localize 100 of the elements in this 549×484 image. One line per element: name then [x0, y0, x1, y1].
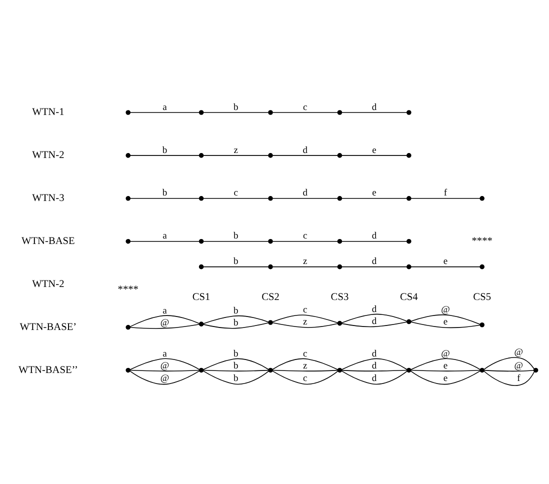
- edge-label: d: [372, 304, 377, 315]
- connector: [484, 370, 535, 386]
- node-circle: [337, 264, 342, 270]
- edge-label: a: [162, 230, 167, 242]
- connector: [130, 324, 200, 329]
- edge-label: e: [443, 360, 448, 372]
- edge-label: b: [162, 188, 168, 199]
- connector: [272, 266, 338, 268]
- label: WTN-BASE’: [20, 322, 77, 333]
- node-circle: [198, 196, 204, 201]
- node-circle: [268, 368, 273, 373]
- connector: [202, 370, 269, 385]
- edge-label: a: [162, 305, 167, 316]
- node-circle: [126, 110, 131, 115]
- node-circle: [126, 196, 131, 201]
- edge-label: z: [302, 256, 308, 268]
- edge-label: @: [160, 373, 170, 384]
- edge-label: d: [302, 188, 308, 199]
- connector: [342, 112, 408, 113]
- node-circle: [337, 153, 342, 158]
- connector: [130, 358, 200, 370]
- node-circle: [406, 264, 412, 270]
- node-circle: [268, 196, 273, 201]
- edge-label: b: [234, 360, 238, 372]
- edge-label: @: [441, 304, 450, 316]
- connector: [203, 370, 269, 372]
- connector: [272, 370, 338, 385]
- node-circle: [198, 322, 204, 326]
- connector: [272, 314, 338, 324]
- connector: [342, 266, 408, 268]
- connector: [410, 370, 480, 372]
- connector: [203, 155, 269, 156]
- label: ****: [118, 284, 138, 296]
- edge-label: c: [302, 102, 308, 113]
- label: WTN-3: [32, 193, 64, 204]
- connector: [130, 370, 200, 372]
- node-circle: [126, 368, 131, 373]
- connector: [202, 358, 269, 370]
- connector: [342, 240, 408, 242]
- node-circle: [406, 196, 412, 201]
- connector: [272, 112, 338, 113]
- edge-label: d: [302, 144, 308, 156]
- edge-label: c: [234, 188, 238, 199]
- label: CS1: [192, 292, 210, 303]
- connector: [410, 322, 480, 328]
- edge-label: @: [441, 348, 450, 360]
- connector: [272, 198, 338, 199]
- edge-label: f: [517, 373, 520, 384]
- node-circle: [337, 368, 342, 373]
- connector: [130, 198, 200, 199]
- connector: [341, 370, 408, 385]
- edge-label: a: [162, 348, 167, 360]
- edge-label: c: [302, 373, 308, 384]
- node-circle: [406, 368, 412, 373]
- edge-label: b: [162, 144, 168, 156]
- node-circle: [198, 264, 204, 270]
- edge-label: z: [302, 316, 308, 328]
- node-circle: [126, 238, 131, 244]
- connector: [130, 155, 200, 156]
- edge-label: e: [443, 373, 448, 384]
- node-circle: [406, 153, 412, 158]
- connector: [272, 370, 338, 372]
- node-circle: [337, 196, 342, 201]
- edge-label: z: [302, 360, 308, 372]
- node-circle: [198, 238, 204, 244]
- edge-label: d: [372, 360, 377, 372]
- edge-label: d: [372, 230, 377, 242]
- label: CS3: [330, 292, 349, 303]
- node-circle: [268, 110, 273, 115]
- label: WTN-1: [32, 107, 64, 118]
- node-circle: [337, 110, 342, 115]
- node-circle: [268, 320, 273, 325]
- node-circle: [480, 322, 484, 328]
- connector: [203, 322, 269, 329]
- label: WTN-BASE: [22, 236, 75, 248]
- node-circle: [406, 110, 412, 115]
- edge-label: c: [302, 348, 308, 360]
- node-circle: [198, 368, 204, 373]
- connector: [130, 112, 200, 113]
- edge-label: z: [234, 144, 238, 156]
- connector: [342, 198, 408, 199]
- label: WTN-2: [32, 279, 64, 290]
- connector: [410, 314, 481, 325]
- edge-label: e: [372, 144, 376, 156]
- node-circle: [268, 153, 273, 158]
- connector: [342, 322, 408, 328]
- edge-label: @: [514, 360, 524, 372]
- node-circle: [480, 196, 484, 201]
- connector: [272, 358, 338, 370]
- edge-label: b: [234, 230, 238, 242]
- connector: [203, 112, 269, 113]
- edge-label: b: [234, 305, 238, 316]
- connector: [130, 315, 200, 328]
- edge-label: c: [302, 230, 308, 242]
- edge-label: e: [443, 256, 448, 268]
- connector: [410, 370, 481, 385]
- node-circle: [198, 110, 204, 115]
- edge-label: d: [372, 348, 377, 360]
- edge-label: b: [234, 317, 238, 328]
- node-circle: [480, 264, 484, 270]
